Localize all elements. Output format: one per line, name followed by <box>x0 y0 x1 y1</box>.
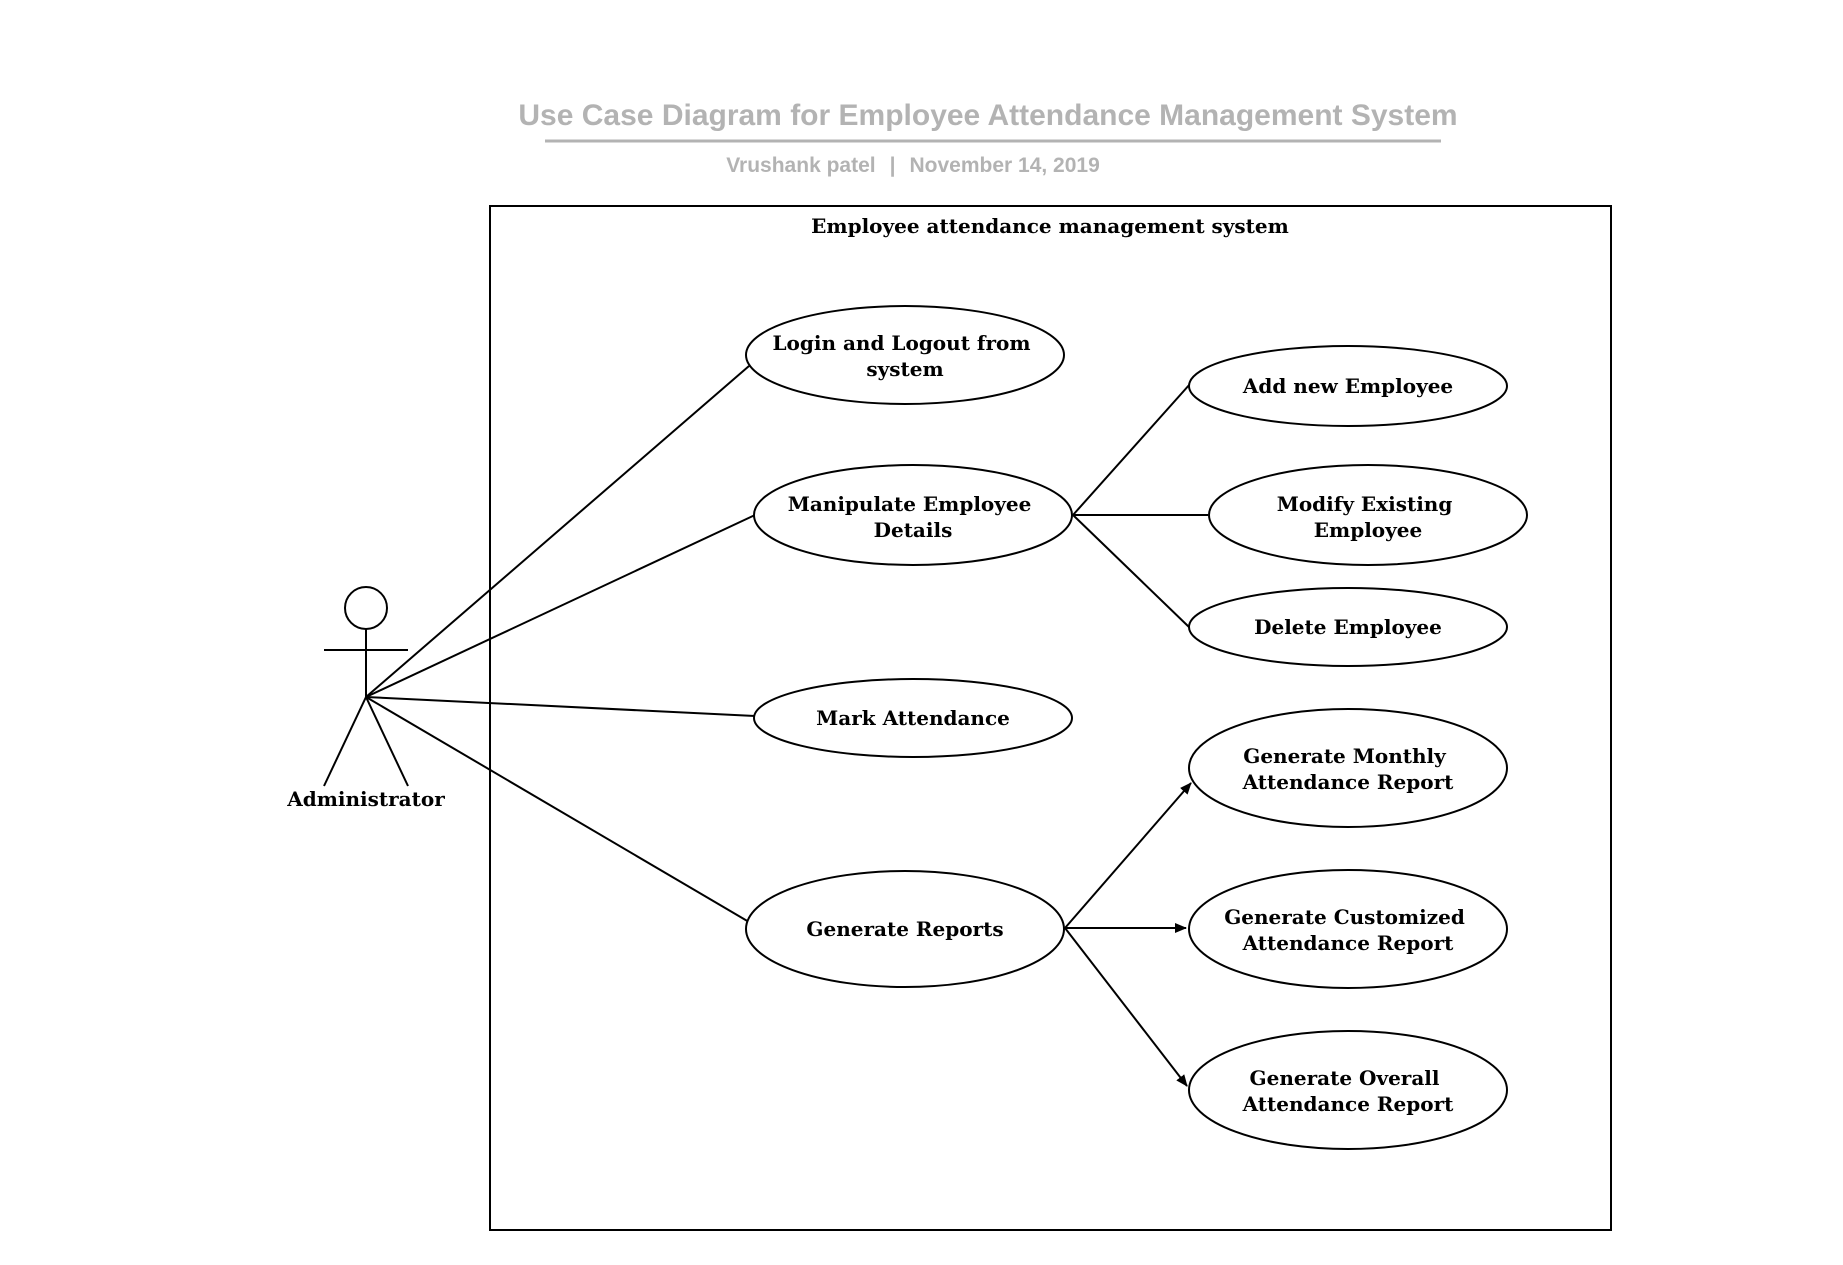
svg-text:Generate Overall Attenda: Generate Overall Attendance Report <box>1242 1066 1454 1116</box>
use-case-label: Attendance Report <box>1242 1092 1454 1116</box>
svg-text:Manipulate Employee Deta: Manipulate Employee Details <box>788 492 1039 542</box>
use-case-label: Add new Employee <box>1242 374 1453 398</box>
svg-text:Login and Logout from sy: Login and Logout from system <box>772 331 1037 381</box>
use-case-label: Modify Existing <box>1277 492 1453 516</box>
svg-text:Mark Attendance: Mark Attendance <box>816 706 1010 730</box>
use-case-label: system <box>866 357 943 381</box>
diagram-title: Use Case Diagram for Employee Attendance… <box>518 99 1457 132</box>
use-case-label: Mark Attendance <box>816 706 1010 730</box>
use-case-modify-existing-employee: Modify Existing Employee <box>1208 464 1528 566</box>
use-case-manipulate-employee-details: Manipulate Employee Details <box>753 464 1073 566</box>
use-case-login: Login and Logout from system <box>745 305 1065 405</box>
diagram-meta: Vrushank patel | November 14, 2019 <box>726 154 1100 177</box>
svg-text:Add new Employee: Add new Employee <box>1242 374 1453 398</box>
svg-text:Delete Employee: Delete Employee <box>1254 615 1442 639</box>
svg-text:Generate Monthly Attenda: Generate Monthly Attendance Report <box>1242 744 1454 794</box>
system-boundary <box>489 205 1612 1231</box>
use-case-label: Generate Customized <box>1224 905 1465 929</box>
use-case-label: Manipulate Employee <box>788 492 1032 516</box>
use-case-label: Generate Monthly <box>1243 744 1447 768</box>
use-case-label: Employee <box>1314 518 1422 542</box>
administrator-actor <box>323 586 409 787</box>
system-label: Employee attendance management system <box>811 214 1289 238</box>
use-case-generate-reports: Generate Reports <box>745 870 1065 988</box>
svg-text:Generate Reports: Generate Reports <box>806 917 1003 941</box>
meta-separator: | <box>890 154 896 177</box>
use-case-delete-employee: Delete Employee <box>1188 587 1508 667</box>
link-delete <box>1072 514 1191 629</box>
use-case-label: Attendance Report <box>1242 770 1454 794</box>
svg-text:Modify Existing Employee: Modify Existing Employee <box>1277 492 1460 542</box>
actor-label: Administrator <box>286 787 445 811</box>
use-case-label: Generate Reports <box>806 917 1003 941</box>
author-name: Vrushank patel <box>726 154 875 177</box>
use-case-label: Delete Employee <box>1254 615 1442 639</box>
assoc-manipulate <box>365 514 756 698</box>
svg-text:Generate Customized Atte: Generate Customized Attendance Report <box>1224 905 1472 955</box>
assoc-mark <box>365 696 756 717</box>
link-add <box>1072 383 1191 516</box>
assoc-login <box>365 365 750 698</box>
diagram-date: November 14, 2019 <box>909 154 1099 177</box>
use-case-label: Generate Overall <box>1250 1066 1440 1090</box>
arrow-monthly <box>1064 782 1192 929</box>
use-case-label: Details <box>874 518 953 542</box>
use-case-label: Login and Logout from <box>772 331 1030 355</box>
use-case-add-new-employee: Add new Employee <box>1188 345 1508 427</box>
use-case-generate-customized-report: Generate Customized Attendance Report <box>1188 869 1508 989</box>
arrow-overall <box>1064 927 1188 1087</box>
assoc-reports <box>365 696 750 923</box>
use-case-generate-monthly-report: Generate Monthly Attendance Report <box>1188 708 1508 828</box>
use-case-generate-overall-report: Generate Overall Attendance Report <box>1188 1030 1508 1150</box>
use-case-label: Attendance Report <box>1242 931 1454 955</box>
use-case-mark-attendance: Mark Attendance <box>753 678 1073 758</box>
